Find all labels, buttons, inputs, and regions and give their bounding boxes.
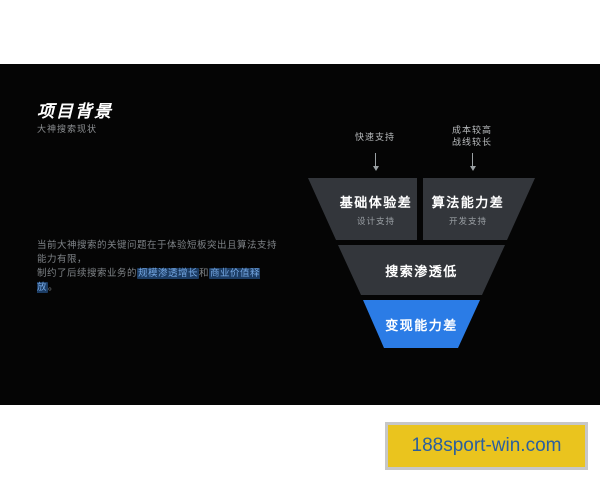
- funnel-cell: 变现能力差: [363, 300, 480, 348]
- funnel-cell: 基础体验差 设计支持: [330, 178, 417, 240]
- page-subtitle: 大神搜索现状: [37, 124, 98, 134]
- down-arrow-icon: [469, 153, 476, 171]
- paragraph-line1: 当前大神搜索的关键问题在于体验短板突出且算法支持能力有限，: [37, 240, 278, 265]
- paragraph-connector: 和: [199, 268, 210, 279]
- funnel-cell: 算法能力差 开发支持: [425, 178, 511, 240]
- summary-paragraph: 当前大神搜索的关键问题在于体验短板突出且算法支持能力有限， 制约了后续搜索业务的…: [37, 239, 281, 295]
- annotation-high-cost-line1: 成本较高: [451, 125, 492, 135]
- paragraph-line2-prefix: 制约了后续搜索业务的: [37, 268, 138, 279]
- highlight-scale-growth: 规模渗透增长: [137, 268, 200, 279]
- annotation-fast-support: 快速支持: [354, 132, 395, 142]
- funnel-row-subtitle: 设计支持: [356, 215, 395, 226]
- funnel-row-title: 算法能力差: [431, 194, 505, 210]
- funnel-row-penetration: 搜索渗透低: [338, 245, 505, 295]
- page-title: 项目背景: [37, 102, 113, 121]
- annotation-high-cost-line2: 战线较长: [451, 137, 492, 147]
- annotation-high-cost: 成本较高 战线较长: [432, 124, 512, 148]
- watermark-link[interactable]: 188sport-win.com: [385, 422, 588, 470]
- down-arrow-icon: [372, 153, 379, 171]
- funnel-row-title: 搜索渗透低: [385, 263, 458, 279]
- slide-background: 项目背景 大神搜索现状 当前大神搜索的关键问题在于体验短板突出且算法支持能力有限…: [0, 64, 600, 405]
- paragraph-period: 。: [48, 282, 59, 293]
- funnel-row-subtitle: 开发支持: [448, 215, 487, 226]
- funnel-row-monetization: 变现能力差: [363, 300, 480, 348]
- funnel-diagram: 基础体验差 设计支持 算法能力差 开发支持 搜索渗透低 变现能力差: [308, 178, 535, 348]
- funnel-row-title: 变现能力差: [385, 317, 458, 333]
- funnel-row-title: 基础体验差: [339, 194, 413, 210]
- top-margin: [0, 0, 600, 64]
- funnel-cell: 搜索渗透低: [338, 245, 505, 295]
